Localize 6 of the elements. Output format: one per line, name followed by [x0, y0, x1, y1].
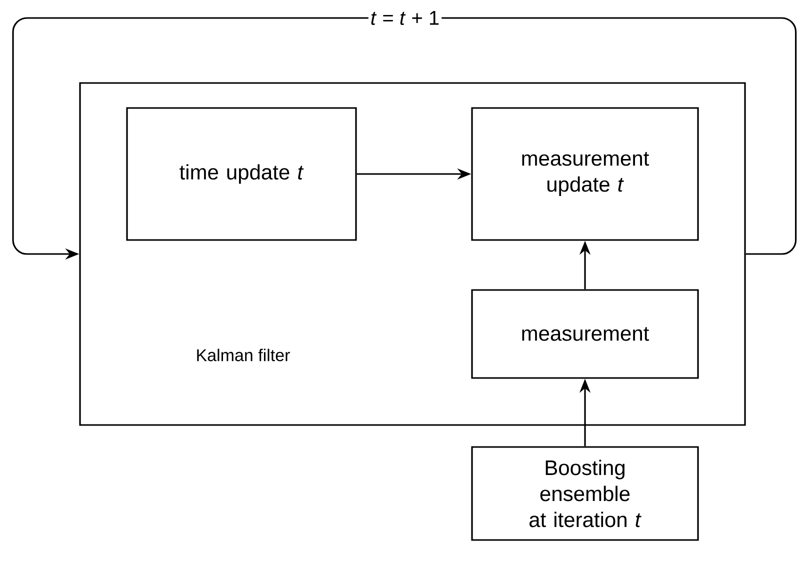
process-box: time update t	[126, 107, 357, 241]
process-box: measurement update t	[471, 107, 699, 241]
edge-label: t = t + 1	[368, 9, 442, 27]
box-label: Kalman filter	[197, 348, 290, 362]
process-box: Boosting ensemble at iteration t	[471, 446, 699, 541]
process-box: measurement	[471, 289, 699, 379]
